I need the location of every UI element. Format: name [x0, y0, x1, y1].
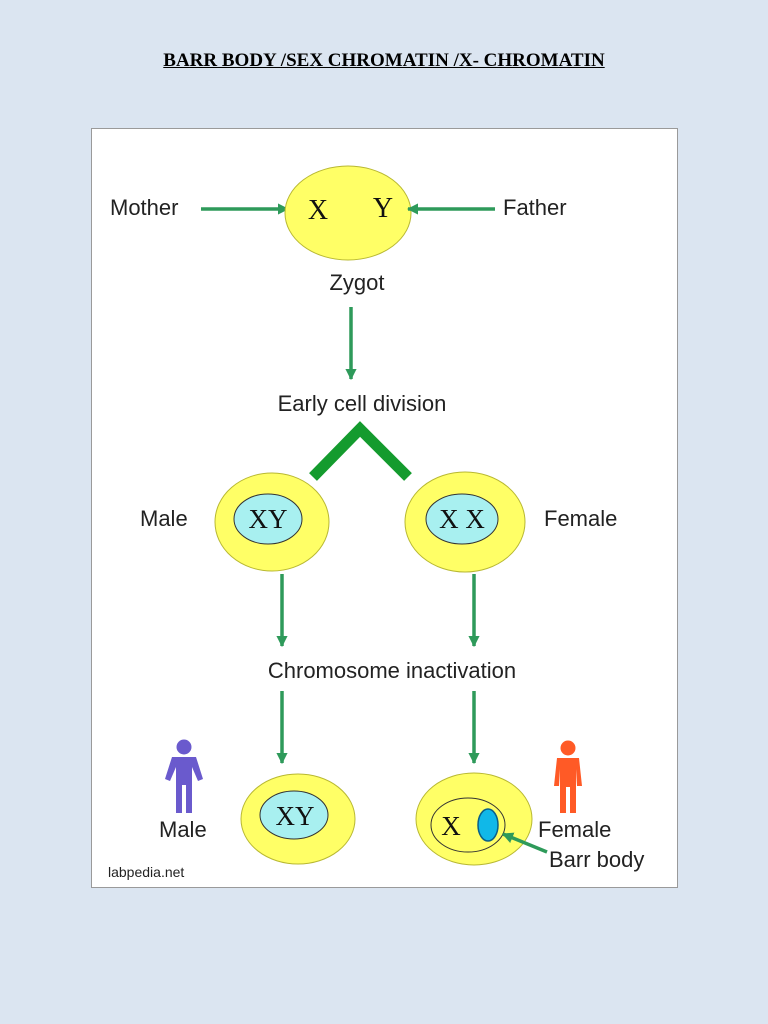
- father-label: Father: [503, 195, 567, 220]
- diagram-canvas: Mother X Y Father Zygot Early cell divis…: [108, 165, 644, 880]
- zygote-caption: Zygot: [329, 270, 384, 295]
- mother-label: Mother: [110, 195, 178, 220]
- final-male-nucleus: [259, 790, 329, 840]
- female-nucleus: [425, 493, 499, 545]
- page-title: BARR BODY /SEX CHROMATIN /X- CHROMATIN: [163, 50, 605, 71]
- female-person-icon: [554, 740, 582, 813]
- final-female-label: Female: [538, 817, 611, 842]
- male-chromosomes: XY: [249, 504, 288, 534]
- male-person-icon: [165, 739, 203, 813]
- final-male-chromosomes: XY: [276, 801, 315, 831]
- female-chromosomes: X X: [439, 504, 485, 534]
- division-split-chevron: [309, 421, 412, 481]
- zygote-y-chromosome: Y: [373, 193, 393, 224]
- final-female-chromosome: X: [441, 811, 461, 841]
- barr-body-ellipse: [477, 808, 499, 842]
- male-label: Male: [140, 506, 188, 531]
- final-male-label: Male: [159, 817, 207, 842]
- watermark: labpedia.net: [108, 864, 184, 880]
- zygote-x-chromosome: X: [308, 195, 328, 226]
- female-label: Female: [544, 506, 617, 531]
- inactivation-label: Chromosome inactivation: [268, 658, 516, 683]
- early-division-label: Early cell division: [278, 391, 447, 416]
- barr-body-diagram: Mother X Y Father Zygot Early cell divis…: [91, 128, 678, 888]
- barr-body-label: Barr body: [549, 847, 644, 872]
- male-nucleus: [233, 493, 303, 545]
- barr-body-pointer-arrow: [501, 832, 548, 854]
